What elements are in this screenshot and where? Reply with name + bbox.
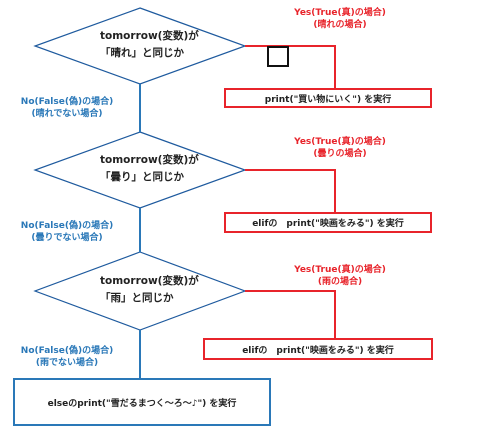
yes-label-3-line1: Yes(True(真)の場合) [294,265,386,275]
selection-marker-square [267,46,289,67]
yes-connector-3 [245,290,336,338]
action-box-2: elifの print("映画をみる") を実行 [224,212,432,233]
yes-label-1-line1: Yes(True(真)の場合) [294,8,386,18]
decision-2-line2: 「曇り」と同じか [100,171,184,183]
decision-1-line1: tomorrow(変数)が [100,30,199,42]
decision-2-line1: tomorrow(変数)が [100,154,199,166]
no-label-3-line1: No(False(偽)の場合) [20,346,114,356]
yes-label-2: Yes(True(真)の場合) (曇りの場合) [270,136,410,160]
yes-label-2-line1: Yes(True(真)の場合) [294,137,386,147]
no-label-2-line2: (曇りでない場合) [31,233,103,243]
decision-text-2: tomorrow(変数)が 「曇り」と同じか [100,152,199,186]
yes-label-1-line2: (晴れの場合) [313,20,367,30]
yes-label-3: Yes(True(真)の場合) (雨の場合) [270,264,410,288]
yes-connector-2 [245,169,336,212]
no-label-2: No(False(偽)の場合) (曇りでない場合) [2,220,132,244]
no-label-1-line2: (晴れでない場合) [31,109,103,119]
yes-connector-1 [245,45,336,88]
yes-label-1: Yes(True(真)の場合) (晴れの場合) [270,7,410,31]
action-box-3: elifの print("映画をみる") を実行 [203,338,433,360]
action-box-1: print("買い物にいく") を実行 [224,88,432,108]
yes-label-3-line2: (雨の場合) [317,277,363,287]
decision-3-line1: tomorrow(変数)が [100,275,199,287]
decision-1-line2: 「晴れ」と同じか [100,47,184,59]
decision-text-1: tomorrow(変数)が 「晴れ」と同じか [100,28,199,62]
yes-label-2-line2: (曇りの場合) [313,149,367,159]
no-label-1-line1: No(False(偽)の場合) [20,97,114,107]
no-label-3: No(False(偽)の場合) (雨でない場合) [2,345,132,369]
decision-3-line2: 「雨」と同じか [100,292,174,304]
decision-text-3: tomorrow(変数)が 「雨」と同じか [100,273,199,307]
no-label-1: No(False(偽)の場合) (晴れでない場合) [2,96,132,120]
action-box-else: elseのprint("雪だるまつく～ろ～♪") を実行 [13,378,271,426]
no-label-2-line1: No(False(偽)の場合) [20,221,114,231]
no-label-3-line2: (雨でない場合) [35,358,99,368]
